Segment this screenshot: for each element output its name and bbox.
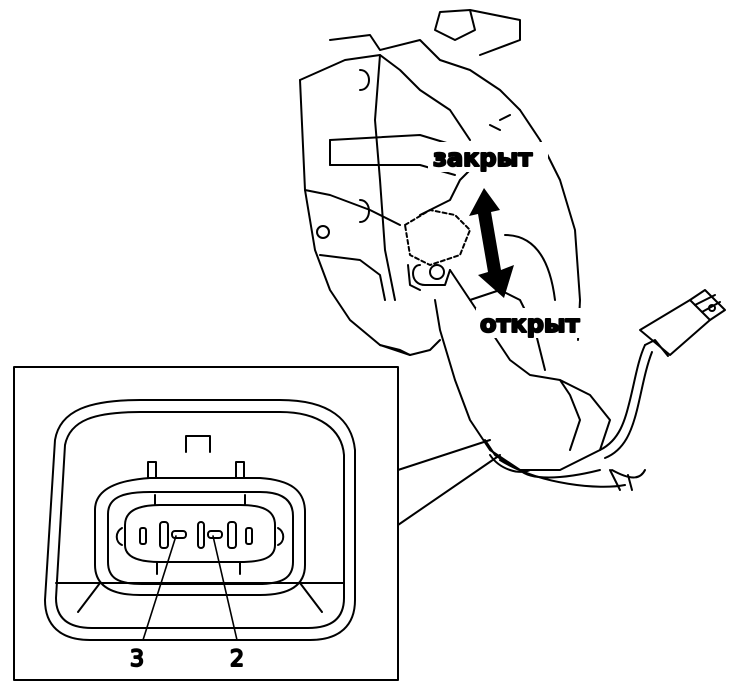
pin-2-label: 2	[230, 647, 244, 672]
label-closed: закрыт	[433, 144, 532, 172]
label-open-background	[476, 308, 588, 338]
door-panel-edge	[504, 109, 581, 341]
pin-3-label: 3	[130, 647, 144, 672]
motion-double-arrow	[469, 188, 514, 298]
wire-connector	[639, 289, 726, 357]
label-open: открыт	[480, 310, 580, 338]
door-lock-mechanism	[299, 9, 521, 356]
connector-inset	[13, 366, 399, 681]
actuator-body	[434, 269, 611, 479]
label-closed-background	[428, 142, 548, 172]
callout-lines	[397, 439, 501, 526]
pin-leader-lines	[142, 535, 238, 641]
wire-harness	[499, 344, 653, 491]
